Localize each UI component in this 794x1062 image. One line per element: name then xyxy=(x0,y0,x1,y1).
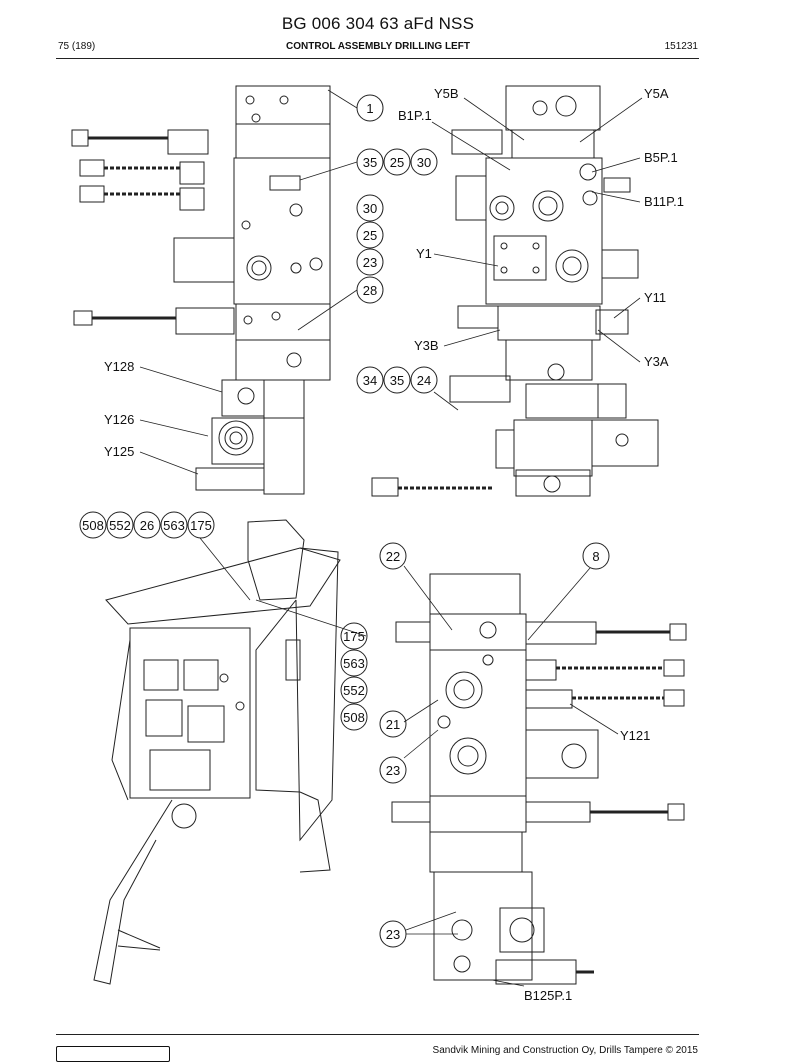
callout-21: 21 xyxy=(379,710,407,738)
label-y1: Y1 xyxy=(416,246,432,261)
svg-text:8: 8 xyxy=(592,549,599,564)
callout-508: 508 xyxy=(79,511,107,539)
callout-23: 23 xyxy=(356,248,384,276)
svg-text:175: 175 xyxy=(190,518,212,533)
callout-23b: 23 xyxy=(379,756,407,784)
valve-block-top-right xyxy=(449,85,659,497)
leaders-bottom-right xyxy=(403,565,619,987)
svg-text:22: 22 xyxy=(386,549,400,564)
callout-24: 24 xyxy=(410,366,438,394)
svg-text:508: 508 xyxy=(82,518,104,533)
svg-text:23: 23 xyxy=(386,763,400,778)
callout-35b: 35 xyxy=(383,366,411,394)
sandvik-logo xyxy=(56,1046,170,1062)
cables-bottom-right xyxy=(556,630,670,974)
callout-25b: 25 xyxy=(356,221,384,249)
callout-8: 8 xyxy=(582,542,610,570)
connectors-top-left xyxy=(71,129,105,326)
svg-text:24: 24 xyxy=(417,373,431,388)
callout-35: 35 xyxy=(356,148,384,176)
svg-text:552: 552 xyxy=(109,518,131,533)
svg-text:563: 563 xyxy=(343,656,365,671)
svg-text:35: 35 xyxy=(390,373,404,388)
connectors-top-right xyxy=(371,177,631,497)
svg-text:23: 23 xyxy=(386,927,400,942)
callout-34: 34 xyxy=(356,366,384,394)
leaders-top-left xyxy=(139,89,358,475)
callout-175b: 175 xyxy=(340,622,368,650)
svg-text:508: 508 xyxy=(343,710,365,725)
svg-text:21: 21 xyxy=(386,717,400,732)
svg-text:552: 552 xyxy=(343,683,365,698)
callout-23c: 23 xyxy=(379,920,407,948)
page-number: 75 (189) xyxy=(58,41,96,52)
callout-552: 552 xyxy=(106,511,134,539)
svg-text:1: 1 xyxy=(366,101,373,116)
label-y5b: Y5B xyxy=(434,86,459,101)
svg-text:25: 25 xyxy=(390,155,404,170)
svg-text:25: 25 xyxy=(363,228,377,243)
svg-text:175: 175 xyxy=(343,629,365,644)
label-y128: Y128 xyxy=(104,359,134,374)
svg-text:23: 23 xyxy=(363,255,377,270)
leaders-bottom-left xyxy=(199,537,367,637)
callout-balloons: 1 35 25 30 30 25 23 28 34 35 24 508 552 … xyxy=(79,94,610,948)
label-b5p1: B5P.1 xyxy=(644,150,678,165)
label-b1p1: B1P.1 xyxy=(398,108,432,123)
cables-top-left xyxy=(88,136,180,320)
connectors-bottom-right xyxy=(663,623,687,821)
label-y11: Y11 xyxy=(644,290,666,305)
callout-563b: 563 xyxy=(340,649,368,677)
component-labels: Y5B Y5A B1P.1 B5P.1 B11P.1 Y1 Y11 Y3B Y3… xyxy=(104,86,684,1003)
frame-assembly xyxy=(93,519,341,985)
callout-30b: 30 xyxy=(356,194,384,222)
label-y5a: Y5A xyxy=(644,86,669,101)
callout-22: 22 xyxy=(379,542,407,570)
valve-block-bottom-right xyxy=(391,573,599,985)
callout-30: 30 xyxy=(410,148,438,176)
document-title: BG 006 304 63 aFd NSS xyxy=(281,14,475,33)
header-rule xyxy=(56,58,699,59)
leaders-top-right xyxy=(431,97,643,411)
svg-text:30: 30 xyxy=(417,155,431,170)
callout-508b: 508 xyxy=(340,703,368,731)
svg-text:26: 26 xyxy=(140,518,154,533)
svg-text:35: 35 xyxy=(363,155,377,170)
callout-26: 26 xyxy=(133,511,161,539)
callout-563: 563 xyxy=(160,511,188,539)
copyright-text: Sandvik Mining and Construction Oy, Dril… xyxy=(432,1045,698,1056)
label-y121: Y121 xyxy=(620,728,650,743)
footer-rule xyxy=(56,1034,699,1035)
callout-25: 25 xyxy=(383,148,411,176)
label-y3b: Y3B xyxy=(414,338,439,353)
callout-552b: 552 xyxy=(340,676,368,704)
callout-28: 28 xyxy=(356,276,384,304)
label-y126: Y126 xyxy=(104,412,134,427)
svg-text:30: 30 xyxy=(363,201,377,216)
label-b11p1: B11P.1 xyxy=(644,194,684,209)
document-code: 151231 xyxy=(664,41,698,52)
label-y3a: Y3A xyxy=(644,354,669,369)
label-y125: Y125 xyxy=(104,444,134,459)
callout-175: 175 xyxy=(187,511,215,539)
svg-text:563: 563 xyxy=(163,518,185,533)
svg-text:34: 34 xyxy=(363,373,377,388)
label-b125p1: B125P.1 xyxy=(524,988,572,1003)
valve-block-top-left xyxy=(167,85,331,495)
svg-text:28: 28 xyxy=(363,283,377,298)
callout-1: 1 xyxy=(356,94,384,122)
section-title: CONTROL ASSEMBLY DRILLING LEFT xyxy=(286,41,470,52)
